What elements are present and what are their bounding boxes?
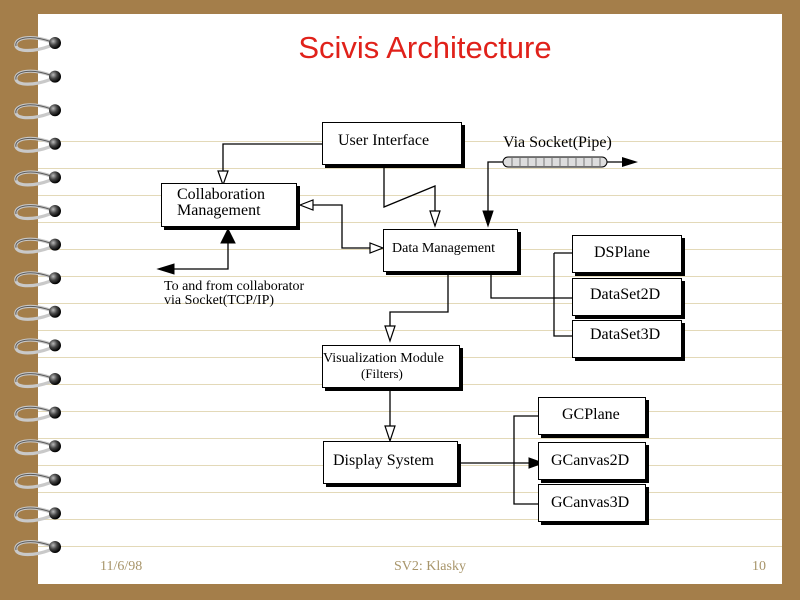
ruled-line xyxy=(38,195,782,196)
binding-hole xyxy=(49,137,61,150)
binding-hole xyxy=(49,37,61,49)
binding-hole xyxy=(49,373,61,385)
arrowhead xyxy=(384,325,396,343)
spiral-binding xyxy=(14,36,61,557)
collaboration-label: Collaboration xyxy=(177,186,265,203)
binding-hole xyxy=(49,507,61,520)
ruled-line xyxy=(38,438,782,439)
connector-pipe-to-data xyxy=(487,161,503,212)
arrowhead xyxy=(298,199,314,211)
ruled-line xyxy=(38,492,782,493)
binding-hole xyxy=(49,171,61,184)
gcanvas3d-box: GCanvas3D xyxy=(538,484,646,522)
arrowhead xyxy=(528,457,545,469)
binding-hole xyxy=(49,339,61,352)
binding-hole xyxy=(49,104,61,117)
display-system-label: Display System xyxy=(333,452,434,469)
page-title: Scivis Architecture xyxy=(298,30,552,65)
arrowhead xyxy=(369,242,385,254)
dataset3d-box: DataSet3D xyxy=(572,320,682,358)
arrowhead xyxy=(220,227,236,244)
data-management-box: Data Management xyxy=(383,229,518,272)
binding-hole xyxy=(49,238,61,251)
ruled-line xyxy=(38,330,782,331)
user-interface-box: User Interface xyxy=(322,122,462,165)
dataset2d-label: DataSet2D xyxy=(590,286,661,303)
connector-ui-to-collab xyxy=(222,143,322,171)
ruled-line xyxy=(38,411,782,412)
connector-collab-external xyxy=(174,240,229,270)
dsplane-box: DSPlane xyxy=(572,235,682,273)
management-label: Management xyxy=(177,202,261,219)
ruled-line xyxy=(38,303,782,304)
display-system-box: Display System xyxy=(323,441,458,484)
dataset2d-box: DataSet2D xyxy=(572,278,682,316)
binding-hole xyxy=(49,70,61,83)
footer-center: SV2: Klasky xyxy=(394,559,466,574)
connector-data-datasets xyxy=(553,253,573,337)
ruled-line xyxy=(38,222,782,223)
filters-label: (Filters) xyxy=(361,366,403,381)
gcanvas2d-box: GCanvas2D xyxy=(538,442,646,480)
gcanvas2d-label: GCanvas2D xyxy=(551,452,630,469)
collaborator-note-line2: via Socket(TCP/IP) xyxy=(164,293,275,308)
via-socket-pipe-label: Via Socket(Pipe) xyxy=(503,134,612,151)
footer-date: 11/6/98 xyxy=(100,559,143,574)
gcanvas3d-label: GCanvas3D xyxy=(551,494,630,511)
arrowhead xyxy=(217,170,229,187)
ruled-line xyxy=(38,519,782,520)
connector-ui-to-data xyxy=(383,164,436,212)
collaborator-note-line1: To and from collaborator xyxy=(164,279,305,294)
binding-hole xyxy=(49,473,61,486)
arrowhead xyxy=(429,210,441,228)
ruled-line xyxy=(38,276,782,277)
arrowhead xyxy=(384,425,396,443)
visualization-module-label: Visualization Module xyxy=(323,351,444,366)
dsplane-label: DSPlane xyxy=(594,244,650,261)
ruled-line xyxy=(38,168,782,169)
gcplane-label: GCPlane xyxy=(562,406,620,423)
data-management-label: Data Management xyxy=(392,241,496,256)
footer-page-number: 10 xyxy=(752,559,766,574)
collaboration-management-box: Collaboration Management xyxy=(161,183,297,227)
ruled-line xyxy=(38,546,782,547)
binding-hole xyxy=(49,541,61,553)
arrowhead xyxy=(482,210,494,228)
socket-pipe-icon xyxy=(502,156,638,168)
binding-hole xyxy=(49,272,61,285)
connector-data-to-vis xyxy=(389,273,449,326)
binding-hole xyxy=(49,205,61,217)
binding-hole xyxy=(49,305,61,318)
binding-hole xyxy=(49,406,61,419)
arrowhead xyxy=(156,263,175,275)
connector-collab-data xyxy=(312,204,370,249)
binding-hole xyxy=(49,440,61,453)
dataset3d-label: DataSet3D xyxy=(590,326,661,343)
visualization-module-box: Visualization Module (Filters) xyxy=(322,345,460,388)
user-interface-label: User Interface xyxy=(338,132,430,149)
gcplane-box: GCPlane xyxy=(538,397,646,435)
